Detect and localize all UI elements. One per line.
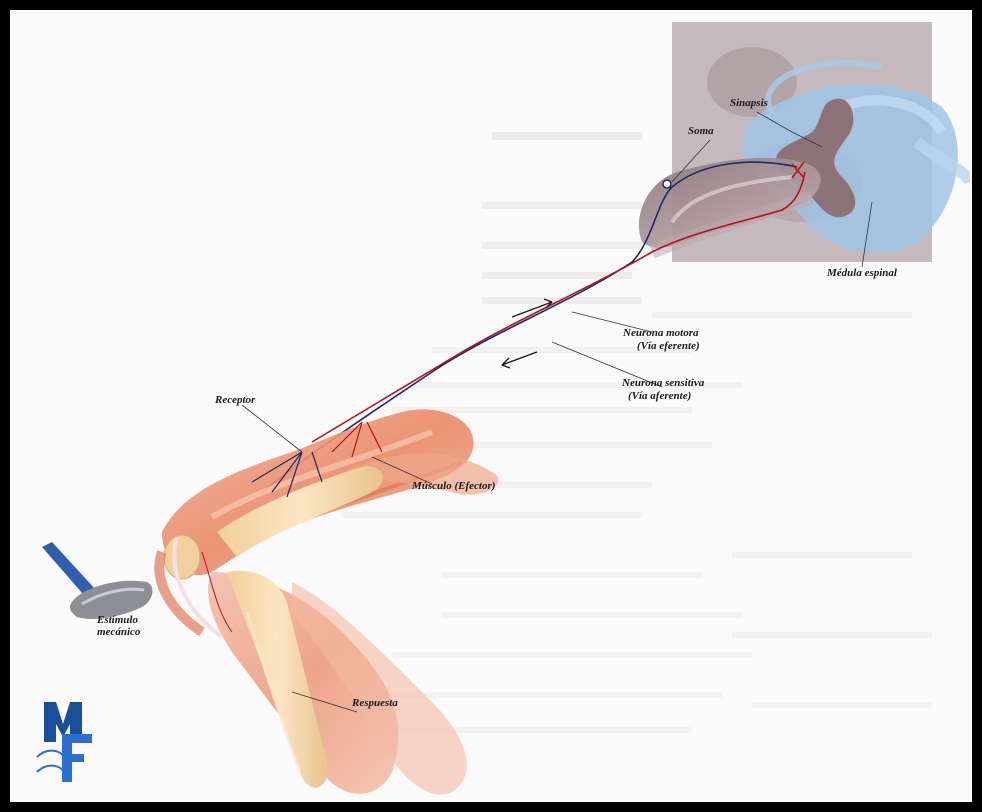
soma-marker [662, 179, 672, 189]
label-mecanico: mecánico [97, 626, 141, 638]
label-receptor: Receptor [214, 394, 256, 406]
image-canvas: Sinapsis Soma Médula espinal Neurona mot… [10, 10, 972, 802]
synapse-mark [791, 161, 805, 179]
femur-bone [217, 466, 383, 557]
reflex-hammer [42, 542, 153, 619]
nerve-fibers [261, 161, 806, 493]
label-musculo: Músculo (Efector) [411, 480, 495, 492]
label-sinapsis: Sinapsis [730, 97, 768, 109]
label-via-aferente: (Vía aferente) [628, 390, 691, 402]
label-soma: Soma [688, 125, 714, 137]
sensory-fiber [261, 161, 798, 493]
leader-lines [241, 111, 873, 713]
label-neurona-sensitiva: Neurona sensitiva [621, 377, 705, 389]
label-medula-espinal: Médula espinal [826, 267, 898, 279]
caduceus-icon [36, 749, 65, 773]
labels: Sinapsis Soma Médula espinal Neurona mot… [96, 97, 898, 709]
label-estimulo: Estímulo [96, 614, 138, 626]
faded-background-text [342, 132, 932, 733]
motor-fiber [311, 171, 806, 443]
spinal-cord [743, 60, 970, 253]
nerve-root-loop [638, 157, 821, 259]
mf-logo: MF [36, 702, 92, 782]
patella [163, 534, 201, 580]
leg-illustration [154, 409, 499, 795]
label-neurona-motora: Neurona motora [622, 327, 699, 339]
reflex-arc-diagram: Sinapsis Soma Médula espinal Neurona mot… [36, 22, 970, 795]
label-respuesta: Respuesta [351, 697, 398, 709]
label-via-eferente: (Vía eferente) [637, 340, 700, 352]
